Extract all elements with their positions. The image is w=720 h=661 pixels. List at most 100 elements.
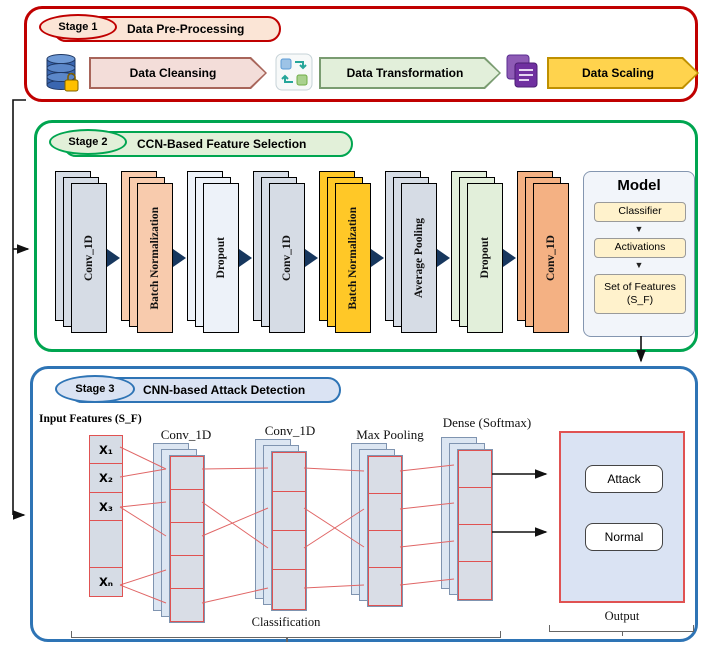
- layer-front: Batch Normalization: [137, 183, 173, 333]
- stage1-title-text: Data Pre-Processing: [127, 22, 245, 36]
- model-item-label: Activations: [614, 241, 666, 254]
- layer-label: Dropout: [215, 237, 227, 279]
- step-data-transformation-face: Data Transformation: [321, 59, 499, 87]
- model-item-set-of-features: Set of Features (S_F): [594, 274, 686, 314]
- input-cell-xn: Xₙ: [89, 566, 123, 597]
- input-cell-label: X₃: [99, 499, 113, 514]
- model-item-label: Classifier: [618, 205, 662, 218]
- feature-cell: [368, 493, 402, 532]
- layer-front: [169, 455, 205, 623]
- feature-cell: [458, 487, 492, 526]
- model-item-classifier: Classifier: [594, 202, 686, 222]
- classification-bracket: [71, 631, 501, 642]
- layer-front: [367, 455, 403, 607]
- output-label: Output: [604, 609, 640, 623]
- input-cell-gap: [89, 520, 123, 569]
- model-box: Model Classifier ▼ Activations ▼ Set of …: [583, 171, 695, 337]
- output-box: Attack Normal: [559, 431, 685, 603]
- flow-arrow-icon: [173, 249, 186, 267]
- feature-cell: [458, 561, 492, 600]
- layer-stack-conv1d-2: Conv_1D: [253, 171, 305, 333]
- flow-arrow-icon: [107, 249, 120, 267]
- stage2-box: CCN-Based Feature Selection Stage 2 Conv…: [34, 120, 698, 352]
- stage2-label: Stage 2: [49, 129, 127, 155]
- layer-front: Dropout: [467, 183, 503, 333]
- flow-arrow-icon: [371, 249, 384, 267]
- feature-cell: [272, 491, 306, 532]
- feature-cells: [458, 450, 492, 600]
- feature-cell: [368, 456, 402, 495]
- feature-cell: [170, 587, 204, 623]
- feature-cells: [272, 452, 306, 610]
- database-icon: [43, 51, 83, 100]
- stage3-box: CNN-based Attack Detection Stage 3 Input…: [30, 366, 698, 642]
- flow-arrow-icon: [503, 249, 516, 267]
- layer-stack-conv1d-1: Conv_1D: [55, 171, 107, 333]
- layer-label: Average Pooling: [413, 218, 425, 298]
- down-arrow-icon: ▼: [634, 260, 644, 270]
- feature-cell: [272, 530, 306, 571]
- output-bracket: [549, 625, 694, 636]
- layer-stack-batchnorm-2: Batch Normalization: [319, 171, 371, 333]
- step-data-cleansing-label: Data Cleansing: [129, 66, 217, 80]
- layer-stack-avgpool: Average Pooling: [385, 171, 437, 333]
- layer-front: Conv_1D: [533, 183, 569, 333]
- step-data-cleansing-face: Data Cleansing: [91, 59, 265, 87]
- input-cell-x2: X₂: [89, 463, 123, 494]
- column-label-dense-softmax: Dense (Softmax): [442, 415, 532, 430]
- feature-cell: [170, 554, 204, 590]
- layer-front: Conv_1D: [71, 183, 107, 333]
- layer-front: [457, 449, 493, 601]
- feature-cell: [272, 452, 306, 493]
- column-label-maxpooling: Max Pooling: [356, 427, 424, 442]
- stage2-label-text: Stage 2: [68, 136, 108, 148]
- input-cell-label: Xₙ: [98, 574, 114, 589]
- column-label-conv1d-2: Conv_1D: [264, 423, 316, 438]
- layer-front: Batch Normalization: [335, 183, 371, 333]
- input-features-column: X₁ X₂ X₃ Xₙ: [89, 435, 123, 597]
- column-label-conv1d-1: Conv_1D: [160, 427, 212, 442]
- stage3-label: Stage 3: [55, 375, 135, 403]
- classification-label: Classification: [251, 615, 321, 629]
- layer-label: Conv_1D: [83, 234, 95, 281]
- stage1-label-text: Stage 1: [58, 21, 98, 33]
- feature-cell: [458, 450, 492, 489]
- feature-cells: [368, 456, 402, 606]
- layer-label: Dropout: [479, 237, 491, 279]
- layer-stack-conv1d-3: Conv_1D: [517, 171, 569, 333]
- layer-stack-dropout-1: Dropout: [187, 171, 239, 333]
- layer-stack-batchnorm-1: Batch Normalization: [121, 171, 173, 333]
- layer-label: Conv_1D: [281, 234, 293, 281]
- layer-front: [271, 451, 307, 611]
- feature-cell: [170, 521, 204, 557]
- stage1-label: Stage 1: [39, 14, 117, 40]
- model-item-activations: Activations: [594, 238, 686, 258]
- layer-front: Conv_1D: [269, 183, 305, 333]
- layer-stack-dropout-2: Dropout: [451, 171, 503, 333]
- feature-cell: [170, 456, 204, 491]
- normal-result-label: Normal: [604, 530, 644, 544]
- stage3-title-text: CNN-based Attack Detection: [143, 383, 306, 397]
- input-cell-x1: X₁: [89, 435, 123, 465]
- feature-cell: [368, 530, 402, 569]
- feature-cell: [458, 524, 492, 563]
- layer-label: Batch Normalization: [347, 206, 359, 310]
- layer-front: Dropout: [203, 183, 239, 333]
- flow-arrow-icon: [239, 249, 252, 267]
- flow-arrow-icon: [437, 249, 450, 267]
- down-arrow-icon: ▼: [634, 224, 644, 234]
- input-cell-label: X₁: [99, 443, 113, 457]
- flow-arrow-icon: [305, 249, 318, 267]
- step-data-scaling-label: Data Scaling: [581, 66, 655, 80]
- feature-cell: [368, 567, 402, 606]
- model-title: Model: [617, 177, 661, 194]
- normal-result: Normal: [585, 523, 663, 551]
- step-data-scaling-face: Data Scaling: [549, 59, 697, 87]
- step-data-transformation: Data Transformation: [319, 57, 501, 89]
- feature-cell: [272, 569, 306, 610]
- layer-label: Batch Normalization: [149, 206, 161, 310]
- input-features-label: Input Features (S_F): [39, 413, 142, 425]
- step-data-transformation-label: Data Transformation: [346, 66, 464, 80]
- data-scaling-icon: [505, 53, 541, 96]
